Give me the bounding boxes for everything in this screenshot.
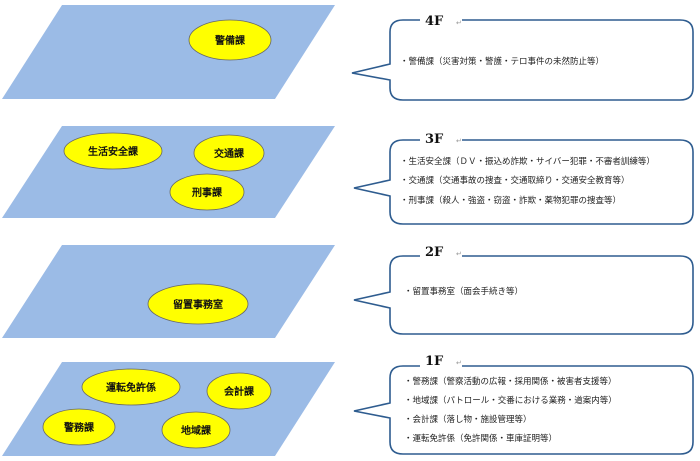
room-keibi-4f (188, 19, 272, 61)
callout-1f-item-2: ・地域課（パトロール・交番における業務・道案内等） (404, 395, 617, 406)
room-untenmenkyo-label: 運転免許係 (106, 381, 156, 394)
room-keimu (42, 408, 116, 446)
floor-4-plate (2, 5, 335, 99)
callout-1f-item-3: ・会計課（落し物・施設管理等） (404, 414, 532, 425)
callout-1f-item-1: ・警務課（警察活動の広報・採用関係・被害者支援等） (404, 376, 617, 387)
callout-2f-title: 2F (425, 245, 444, 260)
callout-1f: 1F ↵ ・警務課（警察活動の広報・採用関係・被害者支援等） ・地域課（パトロー… (353, 352, 694, 455)
room-kaikei (206, 372, 272, 410)
callout-4f-title-bg (420, 12, 462, 28)
room-keibi-4f-label: 警備課 (214, 34, 245, 47)
callout-3f-title: 3F (425, 132, 444, 147)
callout-3f-item-1: ・生活安全課（ＤＶ・振込め詐欺・サイバー犯罪・不審者訓練等） (400, 156, 655, 167)
room-seikatsu-anzen (63, 132, 163, 170)
callout-4f-item-1: ・警備課（災害対策・警護・テロ事件の未然防止等） (400, 56, 604, 67)
room-keiji (169, 173, 245, 211)
callout-1f-title: 1F (425, 354, 444, 369)
room-kotsu-label: 交通課 (214, 147, 244, 160)
callout-1f-item-4: ・運転免許係（免許関係・車庫証明等） (404, 433, 557, 444)
callout-3f-shape (353, 139, 694, 225)
room-kaikei-label: 会計課 (224, 385, 254, 398)
callout-2f-title-bg (420, 243, 462, 259)
callout-1f-shape (353, 365, 694, 455)
floor-1: 運転免許係 会計課 警務課 地域課 (2, 362, 335, 456)
room-kotsu (193, 134, 265, 172)
room-keiji-label: 刑事課 (192, 186, 222, 199)
room-ryuchi-label: 留置事務室 (173, 298, 223, 311)
callout-1f-title-bg (420, 352, 462, 368)
floor-2: 留置事務室 (2, 245, 335, 338)
callout-3f: 3F ↵ ・生活安全課（ＤＶ・振込め詐欺・サイバー犯罪・不審者訓練等） ・交通課… (353, 130, 694, 225)
room-chiiki-label: 地域課 (181, 424, 211, 437)
return-mark: ↵ (456, 250, 462, 258)
callout-2f-shape (353, 255, 694, 335)
floor-3: 生活安全課 交通課 刑事課 (2, 126, 335, 218)
callout-3f-item-3: ・刑事課（殺人・強盗・窃盗・詐欺・薬物犯罪の捜査等） (400, 195, 621, 206)
return-mark: ↵ (456, 137, 462, 145)
room-untenmenkyo (81, 368, 181, 406)
room-seikatsu-anzen-label: 生活安全課 (88, 145, 138, 158)
floor-4: 警備課 (2, 5, 335, 99)
room-chiiki (161, 411, 231, 449)
callout-2f-item-1: ・留置事務室（面会手続き等） (404, 286, 523, 297)
callout-4f: 4F ↵ ・警備課（災害対策・警護・テロ事件の未然防止等） (351, 12, 694, 101)
room-ryuchi (147, 283, 249, 325)
callout-3f-item-2: ・交通課（交通事故の捜査・交通取締り・交通安全教育等） (400, 175, 630, 186)
callout-2f: 2F ↵ ・留置事務室（面会手続き等） (353, 243, 694, 335)
callout-4f-title: 4F (425, 14, 444, 29)
floor-3-plate (2, 126, 335, 218)
return-mark: ↵ (456, 359, 462, 367)
callout-3f-title-bg (420, 130, 462, 146)
return-mark: ↵ (456, 19, 462, 27)
callout-4f-shape (351, 19, 694, 101)
room-keimu-label: 警務課 (63, 421, 94, 434)
